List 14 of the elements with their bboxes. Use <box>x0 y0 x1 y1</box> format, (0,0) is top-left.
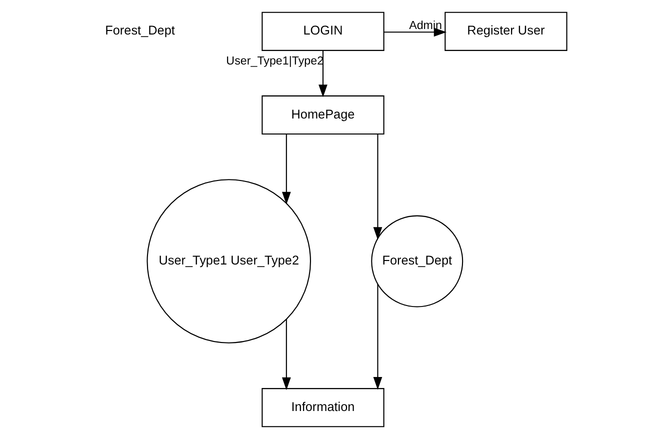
node-circle: User_Type1 User_Type2 <box>146 179 312 344</box>
label: Forest_Dept <box>105 24 175 38</box>
arrow <box>318 50 328 98</box>
edge-label: User_Type1|Type2 <box>226 54 324 68</box>
node-box: Information <box>262 388 384 428</box>
edge-label: Admin <box>409 18 442 32</box>
arrow <box>384 28 447 37</box>
arrow <box>282 134 291 205</box>
arrow <box>373 134 382 240</box>
arrow <box>282 320 291 390</box>
arrow <box>373 284 382 390</box>
node-box: HomePage <box>262 95 384 135</box>
node-box: Register User <box>444 12 568 51</box>
node-box: LOGIN <box>262 12 384 51</box>
